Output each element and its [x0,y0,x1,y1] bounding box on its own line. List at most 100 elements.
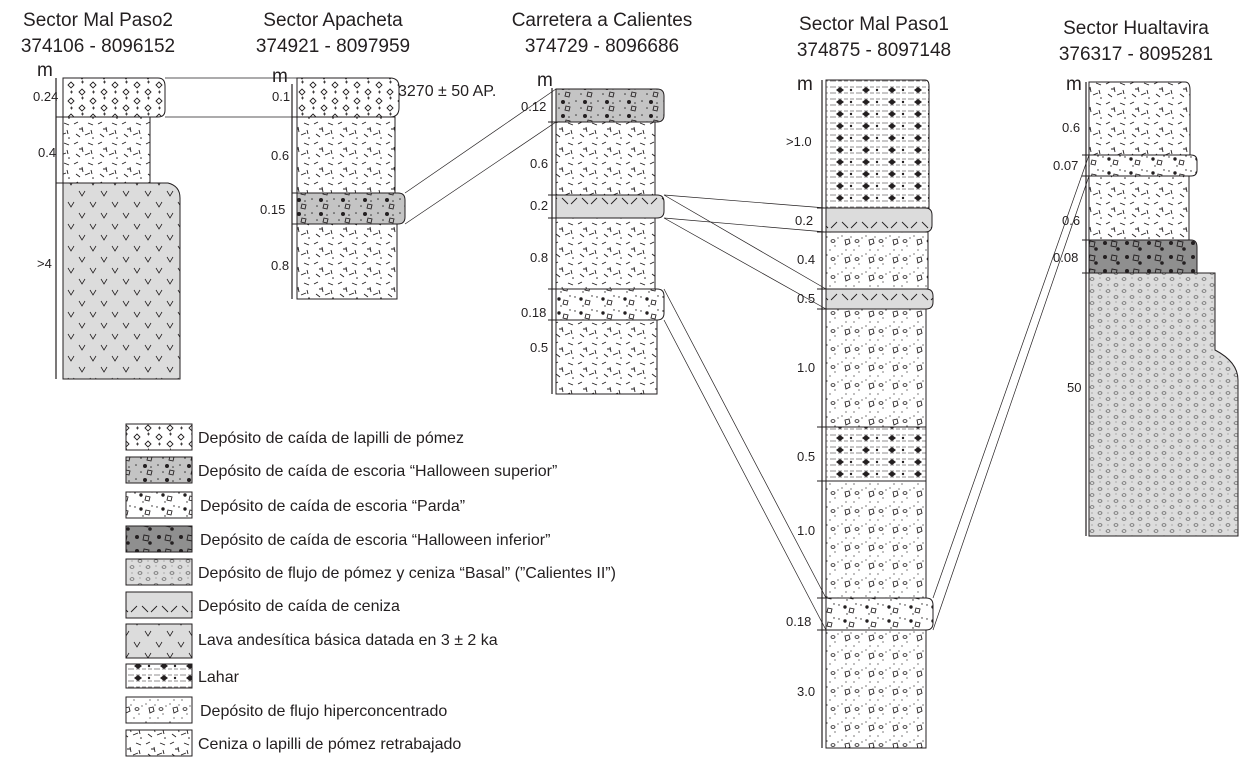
layer-ceniza [825,288,934,310]
thickness-label: 0.08 [1053,250,1078,265]
layer-flujo-basal [1088,272,1239,537]
legend-item-lahar: Lahar [125,663,240,689]
legend-swatch [125,696,193,724]
legend-swatch [125,423,193,451]
layer-ceniza-retrabajado [62,116,151,184]
thickness-label: 1.0 [797,360,815,375]
layer-ceniza-retrabajado [296,116,396,194]
thickness-label: 0.12 [521,99,546,114]
thickness-label: 0.8 [530,250,548,265]
legend-item-lava: Lava andesítica básica datada en 3 ± 2 k… [125,623,498,659]
column-4-name: Sector Mal Paso1 [799,14,949,35]
layer-ceniza-retrabajado [1088,81,1191,156]
legend-swatch [125,729,193,757]
column-3-coords: 374729 - 8096686 [525,36,679,57]
thickness-label: 0.8 [271,258,289,273]
column-2-unit: m [272,66,288,87]
column-carretera-calientes: m 0.12 0.6 0.2 0.8 0.18 0.5 [521,70,665,395]
column-2-name: Sector Apacheta [263,10,403,31]
correlation-line [663,319,827,631]
column-2-heading: Sector Apacheta 374921 - 8097959 [256,10,410,57]
column-1-name: Sector Mal Paso2 [23,10,173,31]
thickness-label: 0.6 [1062,213,1080,228]
thickness-label: 0.1 [272,89,290,104]
layer-lapilli-pomez [62,77,166,118]
legend-swatch [125,663,193,689]
layer-lahar [825,79,930,209]
radiocarbon-date: 3270 ± 50 AP. [398,83,496,100]
column-5-name: Sector Hualtavira [1063,18,1209,39]
column-4-coords: 374875 - 8097148 [797,40,951,61]
column-mal-paso2: m 0.24 0.4 >4 [33,60,181,380]
layer-hiperconcentrado [825,308,927,428]
thickness-label: 0.18 [786,614,811,629]
layer-ceniza-retrabajado [555,319,658,395]
legend-label: Lahar [198,669,240,686]
legend-item-halloween-inferior: Depósito de caída de escoria “Halloween … [125,525,550,553]
layer-parda [555,288,665,321]
column-1-coords: 374106 - 8096152 [21,36,175,57]
column-3-name: Carretera a Calientes [512,10,693,31]
thickness-label: 0.6 [530,156,548,171]
layer-parda [1088,154,1198,177]
thickness-label: 0.15 [260,202,285,217]
thickness-label: 1.0 [797,523,815,538]
column-hualtavira: m 0.6 0.07 0.6 0.08 50 [1053,74,1239,537]
legend-item-hiperconcentrado: Depósito de flujo hiperconcentrado [125,696,447,724]
thickness-label: 0.07 [1053,158,1078,173]
legend-item-halloween-superior: Depósito de caída de escoria “Halloween … [125,456,557,484]
legend-label: Depósito de flujo hiperconcentrado [200,703,447,720]
layer-halloween-superior [296,192,406,225]
layer-ceniza [825,207,933,233]
legend: Depósito de caída de lapilli de pómez De… [125,423,616,757]
layer-ceniza-retrabajado [1088,175,1190,241]
correlation-line [404,88,557,194]
legend-label: Depósito de caída de escoria “Halloween … [198,463,557,480]
layer-halloween-inferior [1088,239,1198,274]
layer-halloween-superior [555,88,665,123]
thickness-label: >1.0 [786,134,812,149]
legend-item-parda: Depósito de caída de escoria “Parda” [125,491,465,519]
legend-label: Depósito de flujo de pómez y ceniza “Bas… [198,565,616,582]
column-1-heading: Sector Mal Paso2 374106 - 8096152 [21,10,175,57]
layer-hiperconcentrado [825,480,927,599]
column-4-unit: m [797,74,813,95]
legend-item-lapilli-pomez: Depósito de caída de lapilli de pómez [125,423,464,451]
layer-lava [62,182,181,380]
legend-swatch [125,623,193,659]
layer-ceniza-retrabajado [555,217,656,290]
legend-item-ceniza: Depósito de caída de ceniza [125,591,400,619]
thickness-label: >4 [37,256,52,271]
column-3-unit: m [537,70,553,91]
column-5-unit: m [1066,74,1082,95]
thickness-label: 0.4 [797,252,815,267]
thickness-label: 0.5 [797,291,815,306]
column-5-coords: 376317 - 8095281 [1059,44,1213,65]
layer-ceniza-retrabajado [555,121,656,196]
legend-swatch [125,456,193,484]
legend-label: Ceniza o lapilli de pómez retrabajado [198,736,461,753]
layer-lapilli-pomez [296,77,400,118]
correlation-line [932,175,1090,631]
thickness-label: 0.2 [530,198,548,213]
layer-ceniza-retrabajado [296,223,398,300]
correlation-lines [165,77,1090,631]
legend-label: Depósito de caída de escoria “Halloween … [200,532,550,549]
legend-swatch [125,558,193,586]
legend-label: Depósito de caída de lapilli de pómez [198,430,464,447]
thickness-label: 3.0 [797,684,815,699]
correlation-line [663,217,827,233]
thickness-label: 0.4 [38,145,56,160]
column-2-coords: 374921 - 8097959 [256,36,410,57]
layer-ceniza [555,194,665,219]
thickness-label: 0.6 [1062,120,1080,135]
legend-item-flujo-basal: Depósito de flujo de pómez y ceniza “Bas… [125,558,616,586]
layer-hiperconcentrado [825,629,927,749]
layer-lahar [825,426,927,482]
correlation-line [404,121,557,225]
correlation-line [663,194,827,290]
thickness-label: 0.18 [521,305,546,320]
correlation-line [663,288,827,599]
column-mal-paso1: m >1.0 0.2 0.4 0.5 1.0 0.5 1.0 0.18 3.0 [786,74,934,749]
